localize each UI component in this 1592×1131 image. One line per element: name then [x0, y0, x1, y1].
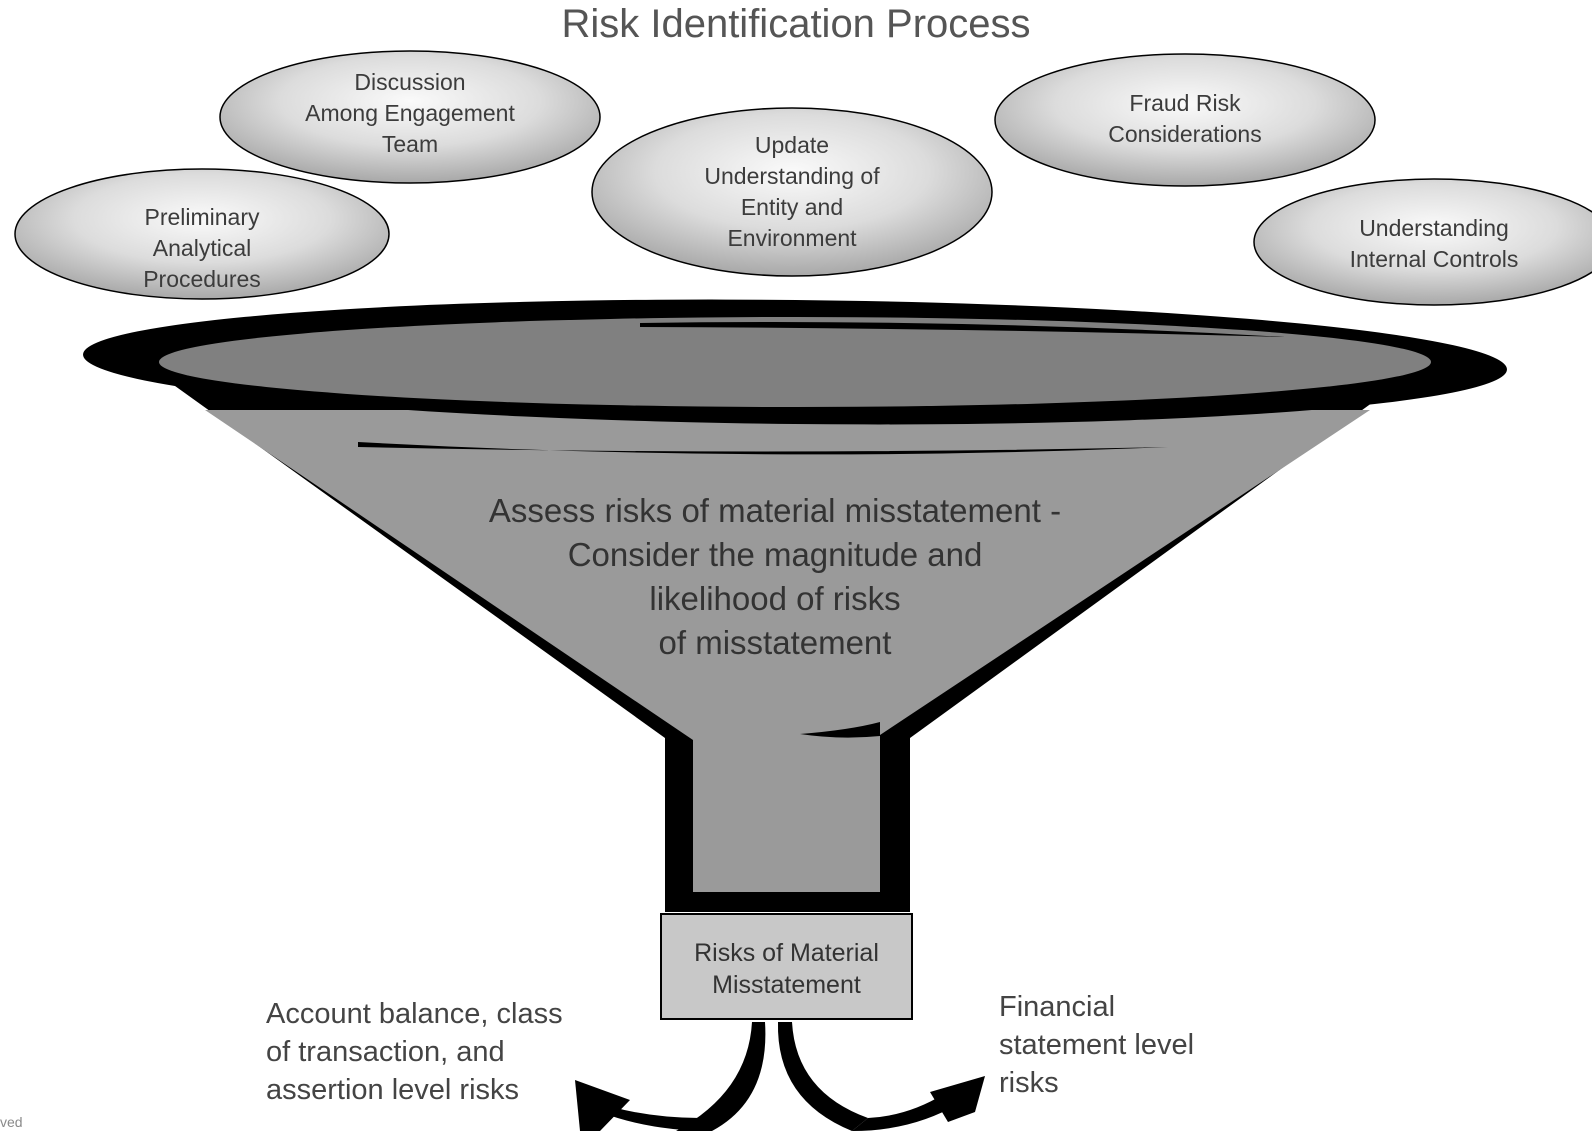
bubble-shape-internal-controls	[1253, 178, 1592, 306]
risks-box	[660, 913, 913, 1020]
bubble-label-update: Update Understanding of Entity and Envir…	[704, 132, 880, 251]
left-arrow-curve	[676, 1022, 766, 1131]
footer-fragment: ved	[0, 1114, 23, 1130]
bubble-shape-discussion	[219, 50, 601, 184]
risks-box-label: Risks of Material Misstatement	[694, 939, 879, 999]
left-arrow-head	[575, 1080, 630, 1131]
funnel-rim-inner	[159, 317, 1431, 407]
bubble-shape-preliminary	[14, 168, 390, 300]
right-arrow-tail	[852, 1094, 958, 1131]
right-arrow-curve	[777, 1022, 868, 1131]
bubble-label-preliminary: Preliminary Analytical Procedures	[143, 204, 261, 292]
outcome-right-label: Financial statement level risks	[999, 991, 1195, 1099]
bubble-label-discussion: Discussion Among Engagement Team	[305, 69, 515, 157]
bubble-label-fraud: Fraud Risk Considerations	[1108, 90, 1262, 147]
right-arrow-head	[930, 1076, 985, 1122]
rim-streak-bottom	[358, 442, 1168, 455]
funnel-assessment-text: Assess risks of material misstatement - …	[488, 492, 1062, 661]
rim-streak-top	[640, 321, 1285, 337]
left-arrow-tail	[590, 1100, 712, 1131]
funnel-body	[205, 410, 1370, 892]
diagram-title: Risk Identification Process	[561, 2, 1031, 46]
funnel-spout-curve	[800, 722, 880, 738]
outcome-left-label: Account balance, class of transaction, a…	[266, 998, 563, 1106]
bubble-shape-fraud	[994, 53, 1376, 187]
bubble-shape-update	[591, 107, 993, 277]
bubble-label-internal-controls: Understanding Internal Controls	[1349, 215, 1519, 272]
